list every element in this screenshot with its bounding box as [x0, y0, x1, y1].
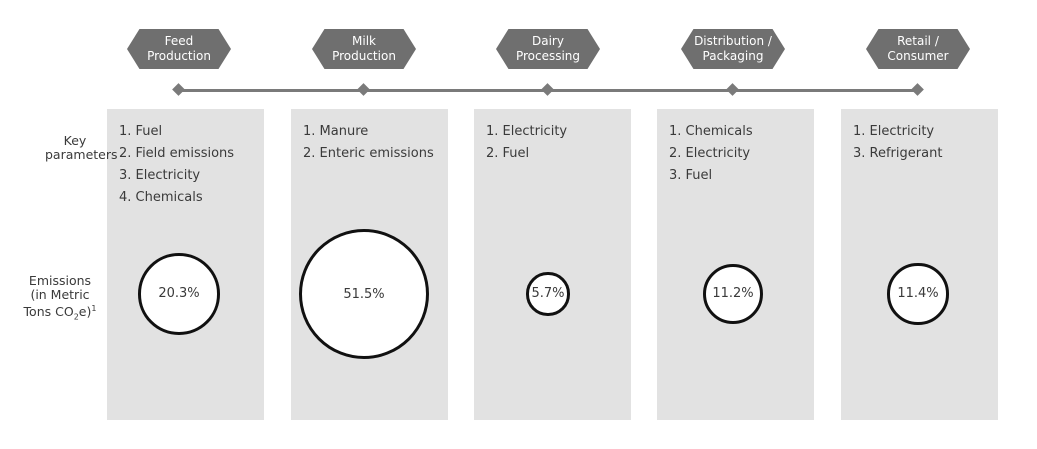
key-parameter-item: 1. Manure — [303, 124, 369, 139]
emission-circle: 51.5% — [299, 229, 429, 359]
emissions-footnote-marker: 1 — [91, 304, 97, 313]
key-parameters-list: 1. Electricity 3. Refrigerant — [853, 121, 942, 165]
key-parameters-list: 1. Manure 2. Enteric emissions — [303, 121, 434, 165]
emission-circle: 11.4% — [887, 263, 949, 325]
key-parameter-item: 2. Electricity — [669, 146, 751, 161]
emission-value: 5.7% — [531, 286, 565, 302]
emission-circle: 20.3% — [138, 253, 220, 335]
emission-value: 11.2% — [712, 286, 754, 302]
key-parameter-item: 4. Chemicals — [119, 190, 203, 205]
key-parameter-item: 1. Electricity — [853, 124, 935, 139]
stage-label: Distribution / Packaging — [681, 29, 785, 69]
key-parameter-item: 2. Enteric emissions — [303, 146, 434, 161]
timeline-node — [172, 83, 185, 96]
key-parameter-item: 1. Chemicals — [669, 124, 753, 139]
timeline-node — [357, 83, 370, 96]
emission-circle: 11.2% — [702, 263, 764, 325]
key-parameter-item: 2. Field emissions — [119, 146, 235, 161]
emissions-label-line2: (in Metric — [30, 287, 90, 302]
emissions-unit-subscript: 2 — [73, 312, 79, 322]
key-parameter-item: 3. Refrigerant — [853, 146, 943, 161]
emission-value: 20.3% — [158, 286, 200, 302]
emissions-label-line3: Tons CO2e)1 — [18, 302, 102, 325]
stage-label: Feed Production — [127, 29, 231, 69]
key-parameter-item: 2. Fuel — [486, 146, 530, 161]
stage-label: Dairy Processing — [496, 29, 600, 69]
emission-value: 11.4% — [897, 286, 939, 302]
key-parameter-item: 3. Fuel — [669, 168, 713, 183]
emissions-label-line1: Emissions — [28, 273, 92, 288]
key-parameters-label-text: Key parameters — [45, 133, 118, 162]
key-parameters-list: 1. Electricity 2. Fuel — [486, 121, 567, 165]
key-parameters-label: Key parameters — [45, 134, 118, 162]
key-parameters-list: 1. Fuel 2. Field emissions 3. Electricity 4… — [119, 121, 234, 209]
emission-circle: 5.7% — [526, 272, 570, 316]
key-parameters-list: 1. Chemicals 2. Electricity 3. Fuel — [669, 121, 753, 187]
key-parameter-item: 1. Fuel — [119, 124, 163, 139]
emissions-unit-text: Tons CO — [23, 304, 74, 320]
emissions-label: Emissions (in Metric Tons CO2e)1 — [18, 274, 102, 325]
emissions-unit-suffix: e) — [78, 304, 92, 320]
key-parameter-item: 3. Electricity — [119, 168, 201, 183]
timeline-node — [911, 83, 924, 96]
timeline-node — [726, 83, 739, 96]
timeline-node — [541, 83, 554, 96]
key-parameter-item: 1. Electricity — [486, 124, 568, 139]
stage-label: Milk Production — [312, 29, 416, 69]
stage-label: Retail / Consumer — [866, 29, 970, 69]
stage-column: 1. Electricity 2. Fuel — [474, 109, 631, 420]
emission-value: 51.5% — [343, 286, 385, 302]
